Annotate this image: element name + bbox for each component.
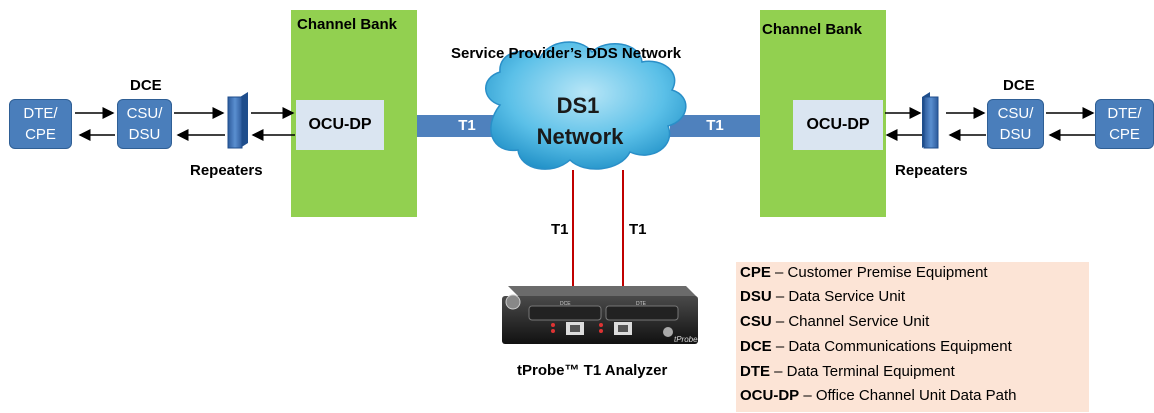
left-arrows (75, 107, 295, 141)
legend-row: DCE – Data Communications Equipment (740, 338, 1012, 355)
legend-row: CPE – Customer Premise Equipment (740, 264, 988, 281)
legend-desc: – Data Communications Equipment (771, 338, 1012, 355)
legend-row: DSU – Data Service Unit (740, 288, 905, 305)
left-dce-label: DCE (130, 77, 162, 94)
analyzer-t1-right-label: T1 (629, 221, 647, 238)
legend-term: CPE (740, 264, 771, 281)
left-t1-label: T1 (458, 117, 476, 134)
legend-row: DTE – Data Terminal Equipment (740, 363, 955, 380)
legend-desc: – Data Terminal Equipment (770, 363, 955, 380)
left-csu-dsu-box: CSU/ DSU (117, 99, 172, 149)
ds1-network-cloud (485, 41, 687, 170)
left-repeater (227, 92, 248, 149)
cloud-line-2: Network (536, 124, 624, 149)
right-dce-label: DCE (1003, 77, 1035, 94)
network-title: Service Provider’s DDS Network (451, 45, 682, 62)
right-ocu-dp: OCU-DP (793, 100, 883, 150)
legend-desc: – Channel Service Unit (771, 313, 930, 330)
legend-term: DTE (740, 363, 770, 380)
legend-desc: – Data Service Unit (771, 288, 906, 305)
tprobe-device: DCE DTE tProbe (502, 286, 698, 344)
right-repeaters-label: Repeaters (895, 162, 968, 179)
analyzer-t1-left-label: T1 (551, 221, 569, 238)
left-repeaters-label: Repeaters (190, 162, 263, 179)
right-dte-box: DTE/ CPE (1095, 99, 1154, 149)
legend-term: DCE (740, 338, 772, 355)
left-ocu-dp: OCU-DP (296, 100, 384, 150)
legend-term: CSU (740, 313, 772, 330)
right-repeater (922, 92, 939, 149)
right-t1-link: T1 (670, 115, 760, 137)
legend-box: CPE – Customer Premise Equipment DSU – D… (736, 262, 1089, 412)
right-t1-label: T1 (706, 117, 724, 134)
right-channel-bank-title: Channel Bank (762, 21, 863, 38)
legend-row: OCU-DP – Office Channel Unit Data Path (740, 387, 1017, 404)
legend-row: CSU – Channel Service Unit (740, 313, 929, 330)
right-arrows (885, 107, 1095, 141)
legend-term: DSU (740, 288, 772, 305)
port1-text: DCE (560, 301, 571, 307)
legend-term: OCU-DP (740, 387, 800, 404)
left-dte-box: DTE/ CPE (9, 99, 72, 149)
left-channel-bank-title: Channel Bank (297, 16, 398, 33)
right-csu-dsu-box: CSU/ DSU (987, 99, 1044, 149)
analyzer-caption: tProbe™ T1 Analyzer (517, 362, 668, 379)
brand-text: tProbe (674, 335, 698, 344)
legend-desc: – Customer Premise Equipment (770, 264, 988, 281)
cloud-line-1: DS1 (556, 93, 600, 118)
port2-text: DTE (636, 301, 647, 307)
legend-desc: – Office Channel Unit Data Path (799, 387, 1017, 404)
